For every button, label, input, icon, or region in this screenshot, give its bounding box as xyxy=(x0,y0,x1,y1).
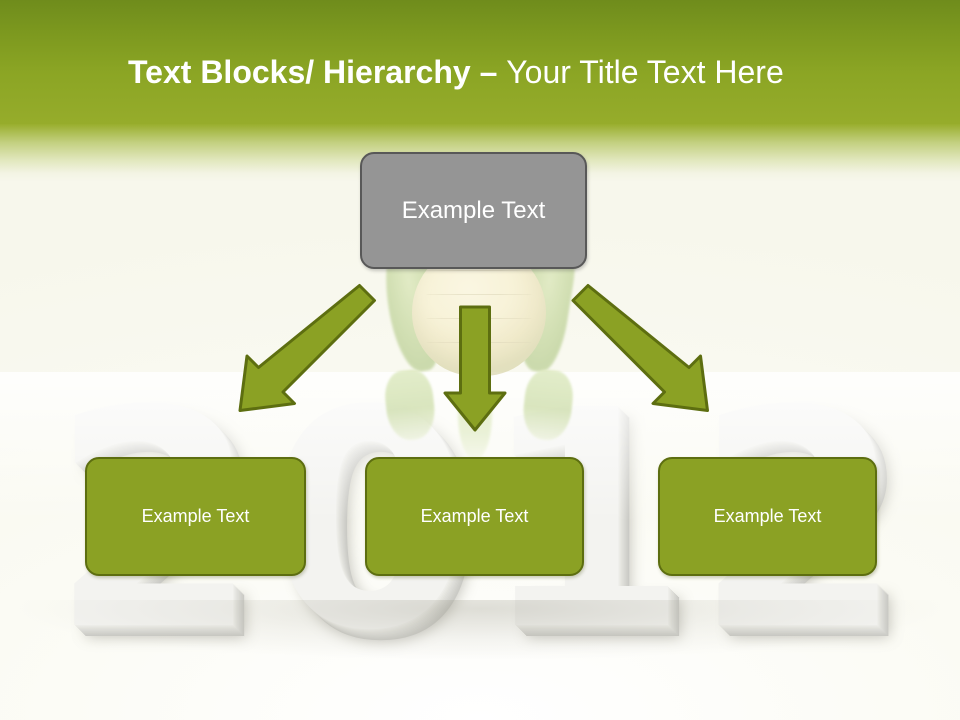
dragon-left-leg xyxy=(382,367,438,443)
page-title-strong: Text Blocks/ Hierarchy xyxy=(128,54,480,90)
dragon-right-leg xyxy=(520,367,576,443)
page-title: Text Blocks/ Hierarchy – Your Title Text… xyxy=(128,52,784,92)
hierarchy-root-box[interactable]: Example Text xyxy=(360,152,587,269)
hierarchy-child-label-2: Example Text xyxy=(420,506,529,526)
floor-shadow xyxy=(0,600,960,710)
hierarchy-child-box-2[interactable]: Example Text xyxy=(365,457,584,576)
dragon-tail xyxy=(458,370,492,460)
hierarchy-child-label-3: Example Text xyxy=(713,506,822,526)
hierarchy-child-label-1: Example Text xyxy=(141,506,250,526)
hierarchy-child-box-1[interactable]: Example Text xyxy=(85,457,306,576)
title-band xyxy=(0,0,960,124)
page-title-separator: – xyxy=(479,54,507,90)
page-title-light: Your Title Text Here xyxy=(506,54,784,90)
hierarchy-root-label: Example Text xyxy=(401,196,546,224)
hierarchy-child-box-3[interactable]: Example Text xyxy=(658,457,877,576)
